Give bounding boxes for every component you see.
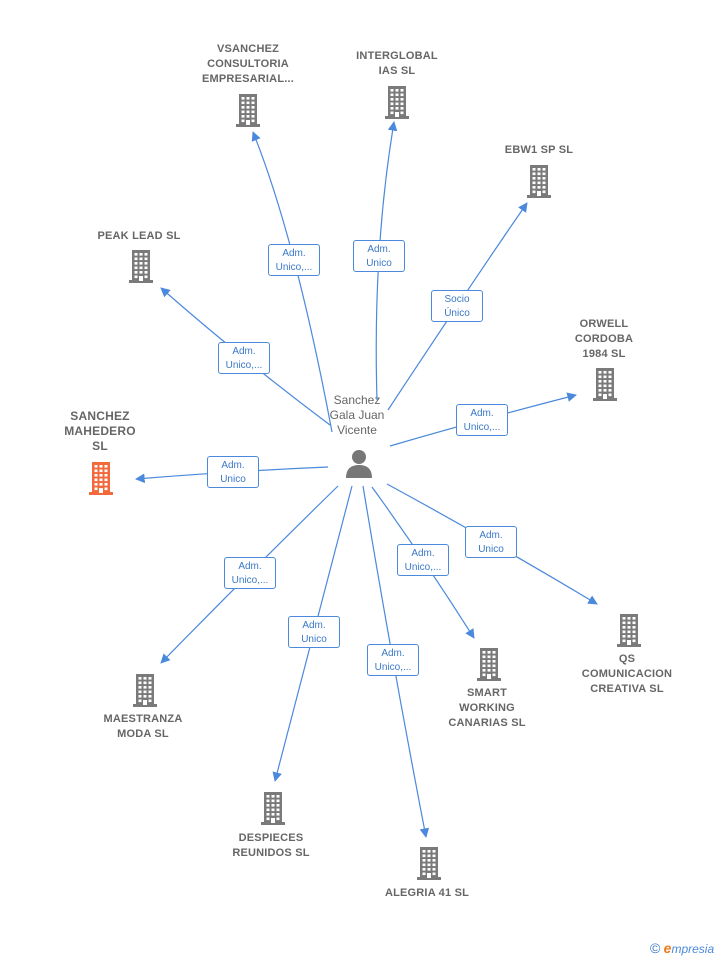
relation-label-maestranza[interactable]: Adm. Unico,... <box>224 557 276 589</box>
relation-label-despieces[interactable]: Adm. Unico <box>288 616 340 648</box>
building-icon[interactable] <box>526 164 552 198</box>
company-label-alegria[interactable]: ALEGRIA 41 SL <box>384 887 470 899</box>
relation-label-sanchezmahedero[interactable]: Adm. Unico <box>207 456 259 488</box>
brand-logo-initial: e <box>663 940 672 956</box>
company-label-orwell[interactable]: ORWELL CORDOBA 1984 SL <box>574 318 634 360</box>
building-icon[interactable] <box>235 93 261 127</box>
edge-vsanchez <box>251 131 333 433</box>
person-name[interactable]: Sanchez Gala Juan Vicente <box>329 393 385 437</box>
relation-label-interglobal[interactable]: Adm. Unico <box>353 240 405 272</box>
relation-label-peaklead[interactable]: Adm. Unico,... <box>218 342 270 374</box>
building-icon[interactable] <box>88 461 114 495</box>
person-icon[interactable] <box>344 448 374 478</box>
relation-label-alegria[interactable]: Adm. Unico,... <box>367 644 419 676</box>
company-label-maestranza[interactable]: MAESTRANZA MODA SL <box>103 713 183 740</box>
building-icon[interactable] <box>592 367 618 401</box>
company-label-peaklead[interactable]: PEAK LEAD SL <box>97 230 181 242</box>
building-icon[interactable] <box>416 846 442 880</box>
company-label-qs[interactable]: QS COMUNICACION CREATIVA SL <box>581 653 673 695</box>
footer-brand: © empresia <box>650 940 714 956</box>
building-icon[interactable] <box>616 613 642 647</box>
building-icon[interactable] <box>384 85 410 119</box>
company-label-smart[interactable]: SMART WORKING CANARIAS SL <box>448 687 526 729</box>
company-label-vsanchez[interactable]: VSANCHEZ CONSULTORIA EMPRESARIAL... <box>201 43 295 85</box>
company-label-ebw1[interactable]: EBW1 SP SL <box>504 144 574 156</box>
company-label-interglobal[interactable]: INTERGLOBAL IAS SL <box>356 50 438 77</box>
company-label-sanchezmahedero[interactable]: SANCHEZ MAHEDERO SL <box>64 409 136 453</box>
relation-label-qs[interactable]: Adm. Unico <box>465 526 517 558</box>
company-label-despieces[interactable]: DESPIECES REUNIDOS SL <box>232 832 310 859</box>
brand-logo-rest: mpresia <box>671 942 715 956</box>
building-icon[interactable] <box>132 673 158 707</box>
building-icon[interactable] <box>128 249 154 283</box>
relation-label-orwell[interactable]: Adm. Unico,... <box>456 404 508 436</box>
relation-label-vsanchez[interactable]: Adm. Unico,... <box>268 244 320 276</box>
building-icon[interactable] <box>260 791 286 825</box>
copyright-icon: © <box>650 940 661 956</box>
relation-label-ebw1[interactable]: Socio Único <box>431 290 483 322</box>
building-icon[interactable] <box>476 647 502 681</box>
relation-label-smart[interactable]: Adm. Unico,... <box>397 544 449 576</box>
